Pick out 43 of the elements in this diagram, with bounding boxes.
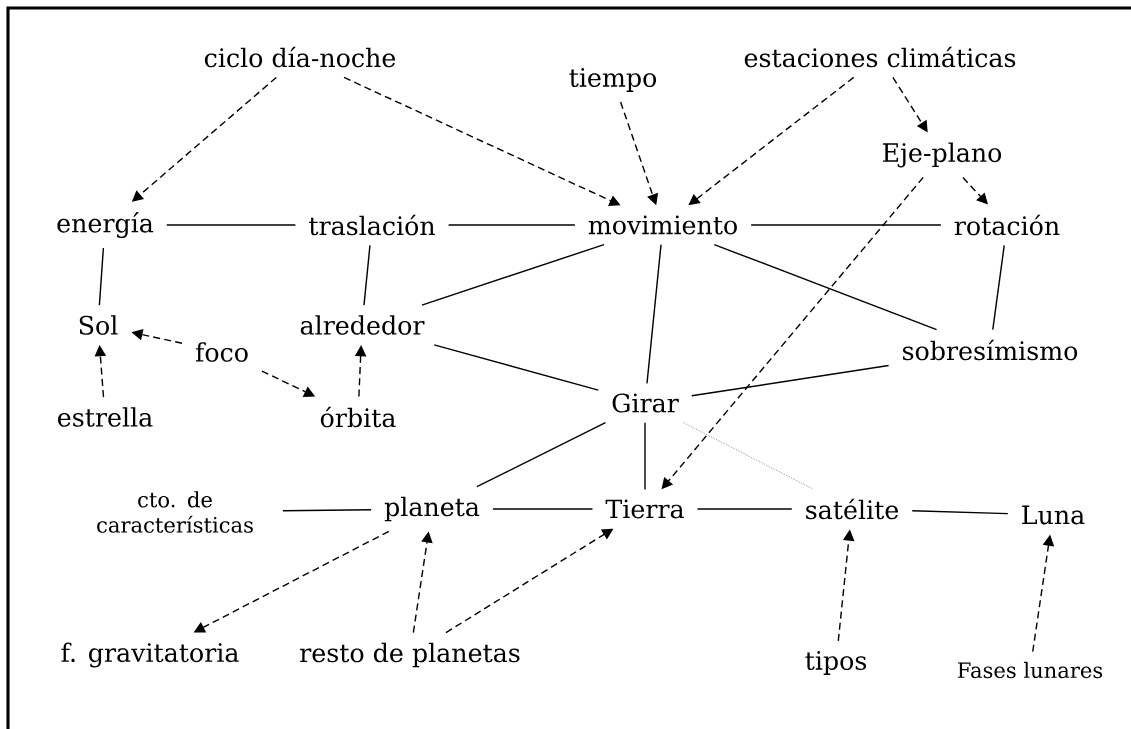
concept-label: f. gravitatoria: [61, 642, 239, 668]
concept-label: movimiento: [588, 215, 737, 235]
concept-label: rotación: [954, 214, 1060, 236]
connector-line: [447, 224, 576, 226]
concept-label: Tierra: [605, 499, 684, 519]
concept-label: Girar: [612, 393, 679, 413]
concept-label: foco: [195, 342, 248, 362]
connector-line: [492, 508, 594, 510]
concept-label: resto de planetas: [300, 642, 520, 668]
concept-label: alrededor: [300, 315, 425, 335]
connector-line: [476, 422, 607, 488]
concept-label: Eje-plano: [883, 142, 1002, 168]
connector-line: [282, 509, 372, 512]
concept-label: estaciones climáticas: [744, 46, 1016, 68]
concept-label: tipos: [805, 651, 867, 675]
concept-label: Sol: [79, 315, 118, 335]
connector-line: [992, 244, 1005, 331]
concept-label: estrella: [58, 407, 153, 427]
connector-line: [750, 224, 942, 226]
connector-line: [696, 508, 793, 510]
concept-label: tiempo: [569, 68, 657, 92]
connector-line: [691, 364, 890, 397]
connector-line: [433, 344, 599, 391]
concept-label: Luna: [1022, 505, 1085, 525]
connector-line: [713, 243, 938, 331]
arrow: [688, 76, 855, 206]
connector-line: [166, 224, 297, 226]
connector-line: [363, 244, 371, 306]
concept-label: traslación: [309, 214, 435, 236]
concept-label: sobresímismo: [903, 339, 1078, 361]
connector-line: [421, 243, 605, 306]
concept-label: planeta: [384, 496, 480, 522]
connector-line: [644, 422, 646, 491]
concept-label: cto. de características: [97, 491, 253, 533]
connector-line: [98, 247, 105, 306]
concept-label: órbita: [320, 406, 396, 428]
concept-label: satélite: [806, 498, 899, 520]
connector-line: [683, 422, 813, 489]
concept-label: Fases lunares: [957, 661, 1103, 679]
connector-line: [646, 243, 662, 384]
concept-label: ciclo día-noche: [204, 46, 396, 68]
concept-label: energía: [57, 212, 154, 238]
connector-line: [911, 510, 1009, 515]
